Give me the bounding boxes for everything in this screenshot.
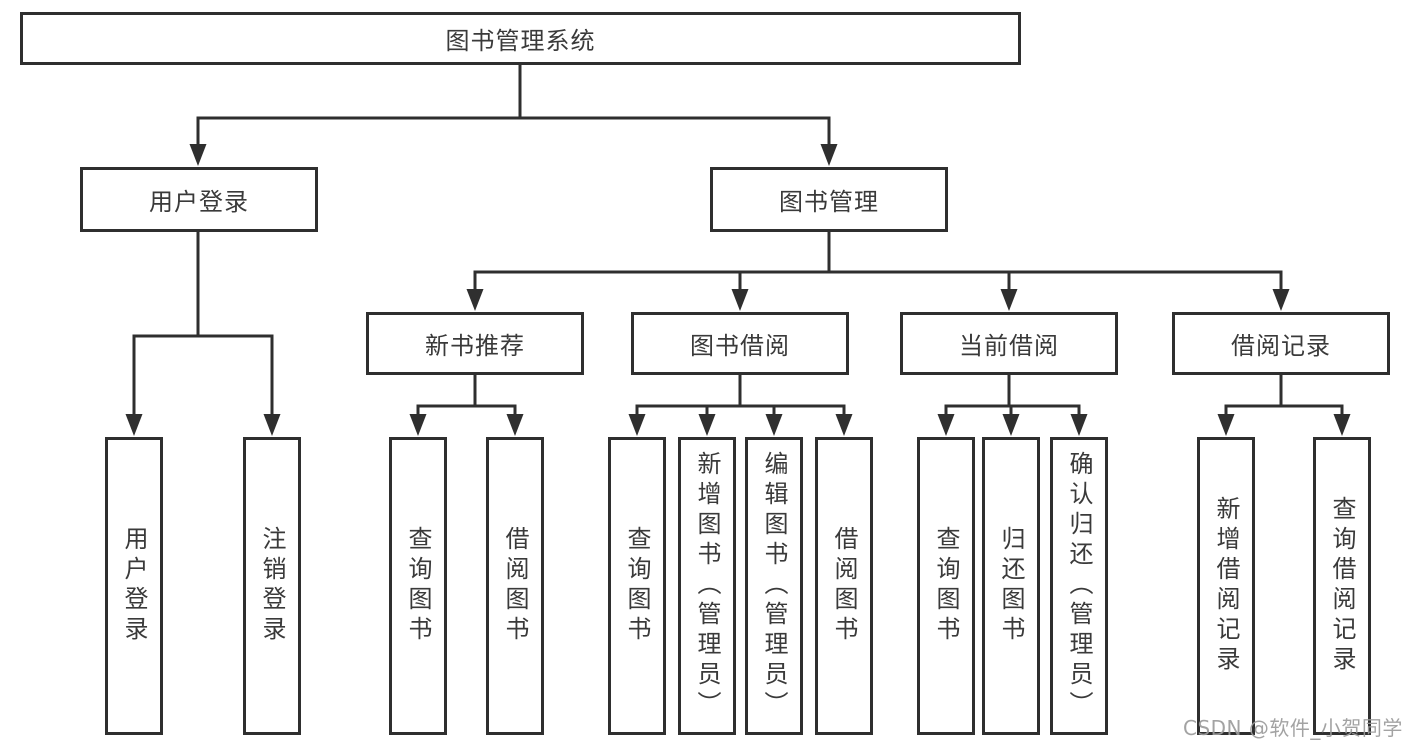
node-borrow-records: 借阅记录 — [1172, 312, 1390, 375]
node-book-management: 图书管理 — [710, 167, 948, 232]
node-user-login: 用户登录 — [80, 167, 318, 232]
leaf-borrow-query-books: 查询图书 — [608, 437, 666, 735]
node-system-root: 图书管理系统 — [20, 12, 1021, 65]
leaf-records-add-record: 新增借阅记录 — [1197, 437, 1255, 735]
leaf-borrow-add-books-admin: 新增图书（管理员） — [678, 437, 736, 735]
leaf-current-return-books: 归还图书 — [982, 437, 1040, 735]
leaf-borrow-borrow-books: 借阅图书 — [815, 437, 873, 735]
leaf-newbook-query-books: 查询图书 — [389, 437, 447, 735]
node-current-borrow: 当前借阅 — [900, 312, 1118, 375]
node-book-borrow: 图书借阅 — [631, 312, 849, 375]
leaf-borrow-edit-books-admin: 编辑图书（管理员） — [745, 437, 803, 735]
csdn-watermark: CSDN @软件_小贺同学 — [1183, 716, 1403, 740]
leaf-newbook-borrow-books: 借阅图书 — [486, 437, 544, 735]
node-new-book-recommend: 新书推荐 — [366, 312, 584, 375]
leaf-user-login: 用户登录 — [105, 437, 163, 735]
leaf-records-query-record: 查询借阅记录 — [1313, 437, 1371, 735]
leaf-logout-login: 注销登录 — [243, 437, 301, 735]
leaf-current-query-books: 查询图书 — [917, 437, 975, 735]
leaf-current-confirm-return-admin: 确认归还（管理员） — [1050, 437, 1108, 735]
